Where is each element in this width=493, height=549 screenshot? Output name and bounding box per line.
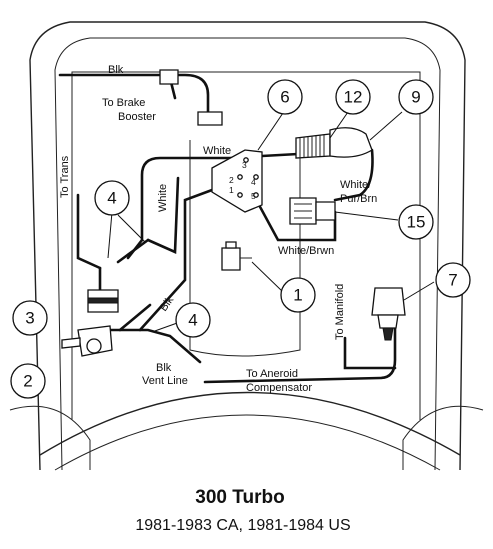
- callout-7: 7: [435, 262, 471, 298]
- brake-booster-fitting: [159, 69, 223, 126]
- svg-text:9: 9: [411, 88, 420, 107]
- label-white-brwn: White/Brwn: [278, 245, 334, 257]
- label-blk-vent-2: Vent Line: [142, 375, 188, 387]
- svg-text:7: 7: [448, 271, 457, 290]
- check-valve-15: [289, 197, 336, 225]
- svg-text:2: 2: [23, 372, 32, 391]
- label-white-pur-brn-2: Pur/Brn: [340, 193, 377, 205]
- svg-text:3: 3: [25, 309, 34, 328]
- callout-15: 15: [398, 204, 434, 240]
- callout-3: 3: [12, 300, 48, 336]
- pin-label: 4: [251, 177, 256, 187]
- svg-text:6: 6: [280, 88, 289, 107]
- diagram-subtitle: 1981-1983 CA, 1981-1984 US: [135, 517, 350, 534]
- wire-labels: Blk To Brake Booster To Trans White Whit…: [59, 64, 377, 394]
- leader-lines: [107, 109, 435, 333]
- pin-label: 5: [251, 191, 256, 201]
- switch-1: [221, 241, 252, 271]
- label-aneroid-2: Compensator: [246, 382, 312, 394]
- valve-block: 3 2 4 1 5: [211, 149, 263, 213]
- svg-text:1: 1: [293, 286, 302, 305]
- diagram-title: 300 Turbo: [195, 487, 284, 508]
- car-body-outline: [9, 21, 484, 471]
- pressure-sensor-7: [371, 287, 406, 341]
- label-aneroid-1: To Aneroid: [246, 368, 298, 380]
- svg-text:4: 4: [107, 189, 116, 208]
- label-to-trans: To Trans: [59, 155, 71, 198]
- pin-label: 3: [242, 160, 247, 170]
- pin-label: 2: [229, 175, 234, 185]
- label-brake-booster-2: Booster: [118, 111, 156, 123]
- svg-text:12: 12: [344, 88, 363, 107]
- callout-1: 1: [280, 277, 316, 313]
- callout-9: 9: [398, 79, 434, 115]
- callout-12: 12: [335, 79, 371, 115]
- callout-2: 2: [10, 363, 46, 399]
- callout-4-lower: 4: [175, 302, 211, 338]
- title-block: 300 Turbo 1981-1983 CA, 1981-1984 US: [135, 487, 350, 534]
- label-brake-booster-1: To Brake: [102, 97, 145, 109]
- label-white-top: White: [203, 145, 231, 157]
- label-blk-top: Blk: [108, 64, 124, 76]
- component-2: [61, 325, 113, 357]
- label-to-manifold: To Manifold: [334, 284, 346, 340]
- label-white-pur-brn-1: White/: [340, 179, 372, 191]
- callouts: 6 12 9 15 4 1 7 3: [10, 79, 471, 399]
- label-white-vertical: White: [157, 184, 169, 212]
- vacuum-lines: [58, 73, 397, 384]
- callout-6: 6: [267, 79, 303, 115]
- svg-text:4: 4: [188, 311, 197, 330]
- label-blk-mid: Blk: [158, 294, 177, 314]
- callout-4-upper: 4: [94, 180, 130, 216]
- corrugated-hose: [295, 127, 373, 159]
- pin-label: 1: [229, 185, 234, 195]
- label-blk-vent-1: Blk: [156, 362, 172, 374]
- component-3: [87, 289, 119, 313]
- svg-text:15: 15: [407, 213, 426, 232]
